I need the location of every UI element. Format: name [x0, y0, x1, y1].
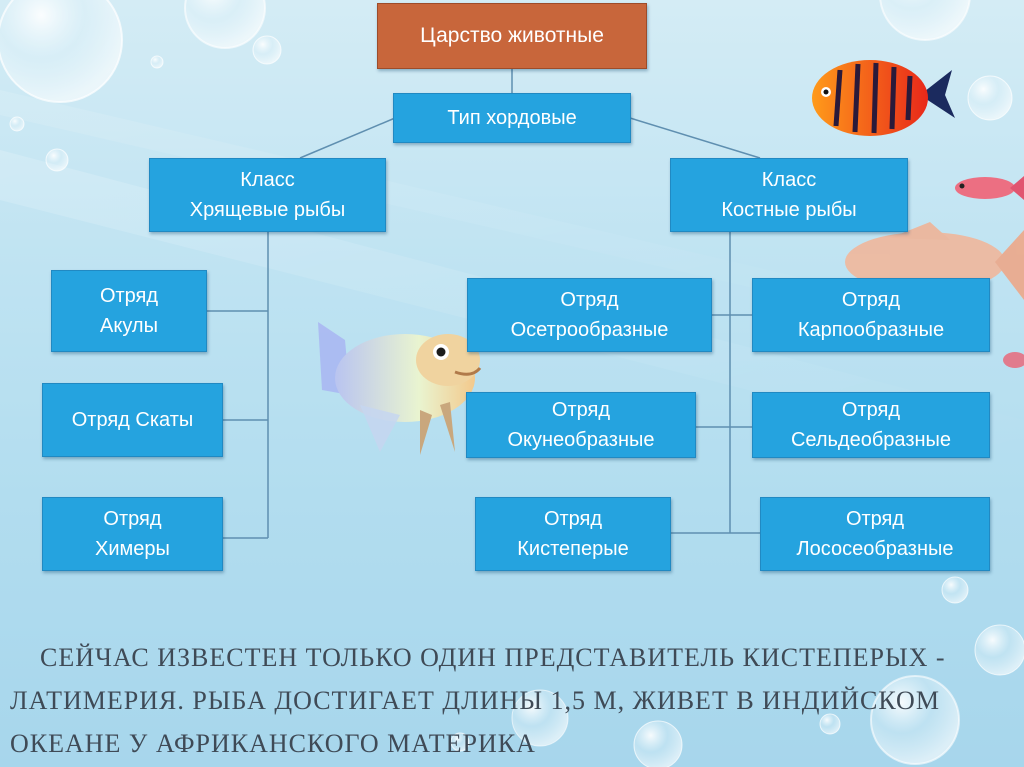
- node-order-perches: Отряд Окунеобразные: [466, 392, 696, 458]
- node-order-sturgeons-label: Отряд Осетрообразные: [510, 289, 669, 341]
- node-order-sharks: Отряд Акулы: [51, 270, 207, 352]
- node-order-salmons: Отряд Лососеобразные: [760, 497, 990, 571]
- node-class-cartilaginous-label: Класс Хрящевые рыбы: [189, 169, 346, 221]
- node-order-rays-label: Отряд Скаты: [71, 409, 194, 431]
- node-order-perches-label: Отряд Окунеобразные: [507, 399, 655, 451]
- node-order-carps: Отряд Карпообразные: [752, 278, 990, 352]
- node-order-salmons-label: Отряд Лососеобразные: [796, 508, 954, 560]
- connector-phylum-class-left: [299, 117, 396, 159]
- node-order-chimaeras-label: Отряд Химеры: [95, 508, 170, 560]
- node-phylum: Тип хордовые: [393, 93, 631, 143]
- caption-line-1: СЕЙЧАС ИЗВЕСТЕН ТОЛЬКО ОДИН ПРЕДСТАВИТЕЛ…: [40, 643, 946, 672]
- node-order-carps-label: Отряд Карпообразные: [797, 289, 945, 341]
- node-order-sharks-label: Отряд Акулы: [99, 285, 159, 337]
- node-kingdom: Царство животные: [377, 3, 647, 69]
- connector-phylum-class-right: [629, 117, 761, 159]
- caption-line-2: ЛАТИМЕРИЯ. РЫБА ДОСТИГАЕТ ДЛИНЫ 1,5 М, Ж…: [10, 686, 940, 715]
- node-order-chimaeras: Отряд Химеры: [42, 497, 223, 571]
- coelacanth-fish-icon: [318, 322, 482, 455]
- node-order-rays: Отряд Скаты: [42, 383, 223, 457]
- node-order-herrings-label: Отряд Сельдеобразные: [790, 399, 952, 451]
- node-phylum-label: Тип хордовые: [447, 107, 577, 129]
- pink-fish-icon: [845, 222, 1024, 368]
- node-class-cartilaginous: Класс Хрящевые рыбы: [149, 158, 386, 232]
- node-order-sturgeons: Отряд Осетрообразные: [467, 278, 712, 352]
- node-order-lobe-finned: Отряд Кистеперые: [475, 497, 671, 571]
- node-kingdom-label: Царство животные: [420, 24, 604, 47]
- node-class-bony-label: Класс Костные рыбы: [721, 169, 857, 221]
- small-red-fish-icon: [955, 176, 1024, 200]
- caption-line-3: ОКЕАНЕ У АФРИКАНСКОГО МАТЕРИКА: [10, 729, 536, 758]
- angelfish-icon: [812, 60, 955, 136]
- node-order-lobe-finned-label: Отряд Кистеперые: [517, 508, 629, 560]
- caption-text: СЕЙЧАС ИЗВЕСТЕН ТОЛЬКО ОДИН ПРЕДСТАВИТЕЛ…: [10, 636, 1024, 765]
- node-order-herrings: Отряд Сельдеобразные: [752, 392, 990, 458]
- node-class-bony: Класс Костные рыбы: [670, 158, 908, 232]
